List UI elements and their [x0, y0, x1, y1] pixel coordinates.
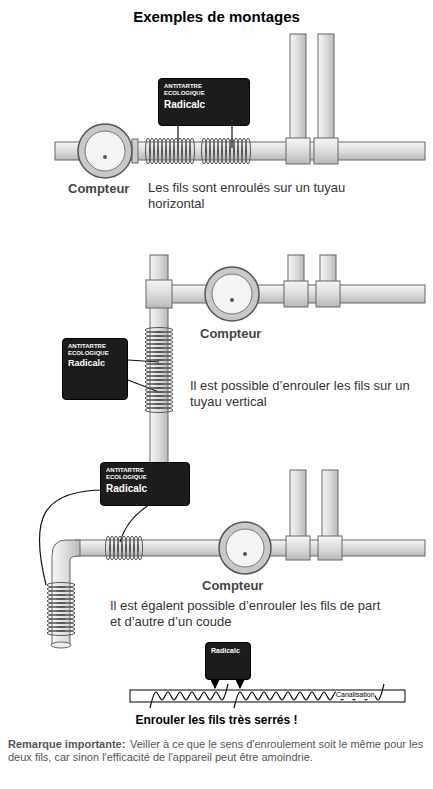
anti-scale-device: ANTITARTRE ECOLOGIQUE Radicalc	[62, 338, 128, 400]
caption: Il est possible d’enrouler les fils sur …	[190, 378, 422, 409]
anti-scale-device: ANTITARTRE ECOLOGIQUE Radicalc	[158, 78, 250, 126]
meter-label: Compteur	[202, 578, 282, 594]
coil-turn	[145, 408, 173, 413]
pipe-label: Canalisation	[336, 691, 375, 699]
coil-turn	[138, 536, 143, 560]
device-name: Radicalc	[211, 647, 245, 655]
anti-scale-device: Radicalc	[205, 642, 251, 680]
title: Exemples de montages	[0, 8, 433, 25]
water-meter	[78, 124, 132, 178]
meter-label: Compteur	[200, 326, 280, 342]
device-name: Radicalc	[164, 99, 244, 110]
device-brand: ANTITARTRE ECOLOGIQUE	[164, 83, 244, 96]
note-text: Veiller à ce que le sens d'enroulement s…	[8, 738, 425, 764]
device-brand: ANTITARTRE ECOLOGIQUE	[68, 343, 122, 356]
coil-turn	[47, 631, 75, 636]
helix-wire	[234, 684, 384, 708]
meter-label: Compteur	[68, 181, 148, 197]
caption: Il est égalent possible d’enrouler les f…	[110, 598, 390, 629]
device-brand: ANTITARTRE ECOLOGIQUE	[106, 467, 184, 480]
coil-turn	[246, 138, 251, 164]
helix-wire	[150, 684, 228, 708]
caption: Les fils sont enroulés sur un tuyau hori…	[148, 180, 368, 211]
coil-turn	[190, 138, 195, 164]
instruction: Enrouler les fils très serrés !	[0, 713, 433, 727]
anti-scale-device: ANTITARTRE ECOLOGIQUE Radicalc	[100, 462, 190, 506]
device-name: Radicalc	[68, 359, 122, 369]
note-heading: Remarque importante:	[8, 738, 125, 751]
water-meter	[219, 522, 271, 574]
device-name: Radicalc	[106, 483, 184, 494]
water-meter	[205, 267, 259, 321]
